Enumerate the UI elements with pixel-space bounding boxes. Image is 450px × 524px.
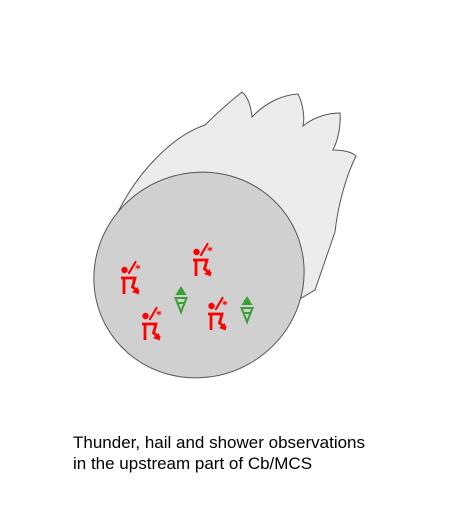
caption-line-1: Thunder, hail and shower observations [73,433,366,452]
caption-line-2: in the upstream part of Cb/MCS [73,454,313,473]
cloud-ellipse [93,171,305,379]
diagram-caption: Thunder, hail and shower observations in… [73,432,433,474]
